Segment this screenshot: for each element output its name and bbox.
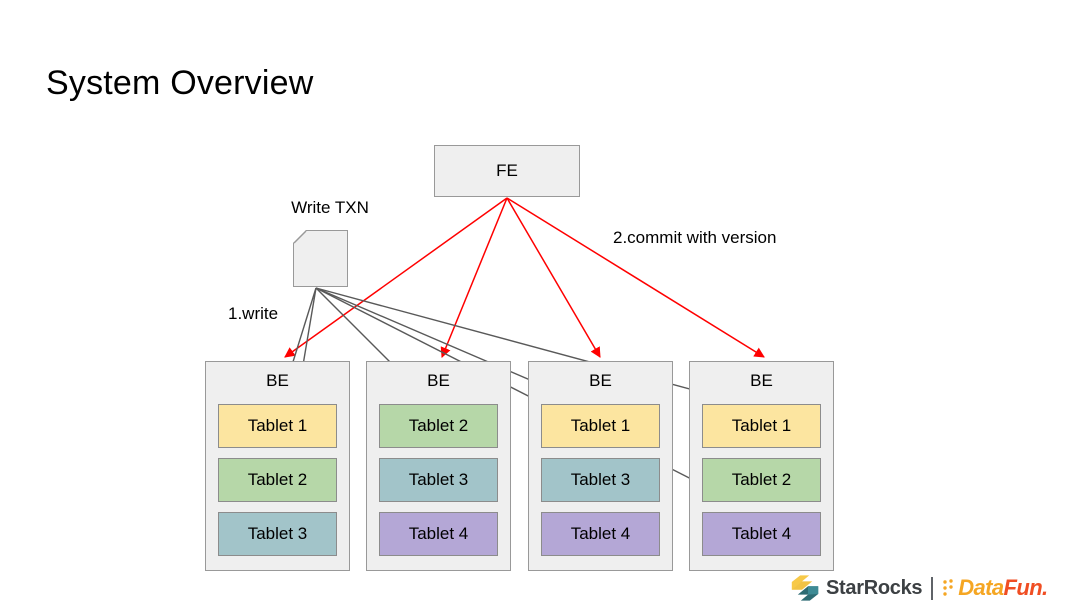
tablet-item[interactable]: Tablet 1 (541, 404, 660, 448)
commit-arrow-be4 (506, 197, 765, 358)
be-node-2-tablet-stack: Tablet 2 Tablet 3 Tablet 4 (379, 404, 498, 556)
be-node-3[interactable]: BE Tablet 1 Tablet 3 Tablet 4 (528, 361, 673, 571)
fe-node[interactable]: FE (434, 145, 580, 197)
tablet-item[interactable]: Tablet 4 (379, 512, 498, 556)
be-node-4-label: BE (750, 371, 773, 390)
datafun-wordmark: DataFun. (958, 575, 1049, 600)
step-1-write-label: 1.write (228, 304, 279, 323)
tablet-item[interactable]: Tablet 1 (218, 404, 337, 448)
step-2-commit-label: 2.commit with version (613, 228, 777, 247)
datafun-wordmark-part1: Data (958, 575, 1004, 600)
write-txn-document-shape[interactable] (293, 230, 348, 287)
starrocks-wordmark: StarRocks (826, 576, 923, 599)
fe-node-label: FE (496, 161, 518, 180)
tablet-item[interactable]: Tablet 3 (541, 458, 660, 502)
starrocks-logo-icon (791, 575, 819, 601)
tablet-item[interactable]: Tablet 2 (379, 404, 498, 448)
be-node-1-label: BE (266, 371, 289, 390)
be-node-2[interactable]: BE Tablet 2 Tablet 3 Tablet 4 (366, 361, 511, 571)
be-node-3-tablet-stack: Tablet 1 Tablet 3 Tablet 4 (541, 404, 660, 556)
be-node-1[interactable]: BE Tablet 1 Tablet 2 Tablet 3 (205, 361, 350, 571)
footer-logo-bar: StarRocks DataFun. (790, 572, 1048, 604)
write-txn-label: Write TXN (291, 198, 369, 217)
tablet-item[interactable]: Tablet 3 (218, 512, 337, 556)
datafun-dots-icon (943, 579, 953, 596)
logo-divider (931, 576, 934, 600)
tablet-item[interactable]: Tablet 4 (541, 512, 660, 556)
be-node-2-label: BE (427, 371, 450, 390)
tablet-item[interactable]: Tablet 1 (702, 404, 821, 448)
starrocks-logo: StarRocks (790, 573, 923, 603)
be-node-3-label: BE (589, 371, 612, 390)
page-title: System Overview (46, 64, 314, 102)
be-node-4-tablet-stack: Tablet 1 Tablet 2 Tablet 4 (702, 404, 821, 556)
tablet-item[interactable]: Tablet 2 (218, 458, 337, 502)
tablet-item[interactable]: Tablet 4 (702, 512, 821, 556)
datafun-wordmark-part2: Fun. (1003, 575, 1049, 600)
be-node-1-tablet-stack: Tablet 1 Tablet 2 Tablet 3 (218, 404, 337, 556)
write-txn-group: Write TXN (270, 198, 390, 290)
tablet-item[interactable]: Tablet 3 (379, 458, 498, 502)
commit-arrow-be3 (506, 197, 601, 358)
tablet-item[interactable]: Tablet 2 (702, 458, 821, 502)
commit-arrow-be2 (440, 197, 508, 358)
be-node-row: BE Tablet 1 Tablet 2 Tablet 3 BE Tablet … (205, 361, 834, 571)
datafun-logo: DataFun. (942, 575, 1049, 600)
be-node-4[interactable]: BE Tablet 1 Tablet 2 Tablet 4 (689, 361, 834, 571)
